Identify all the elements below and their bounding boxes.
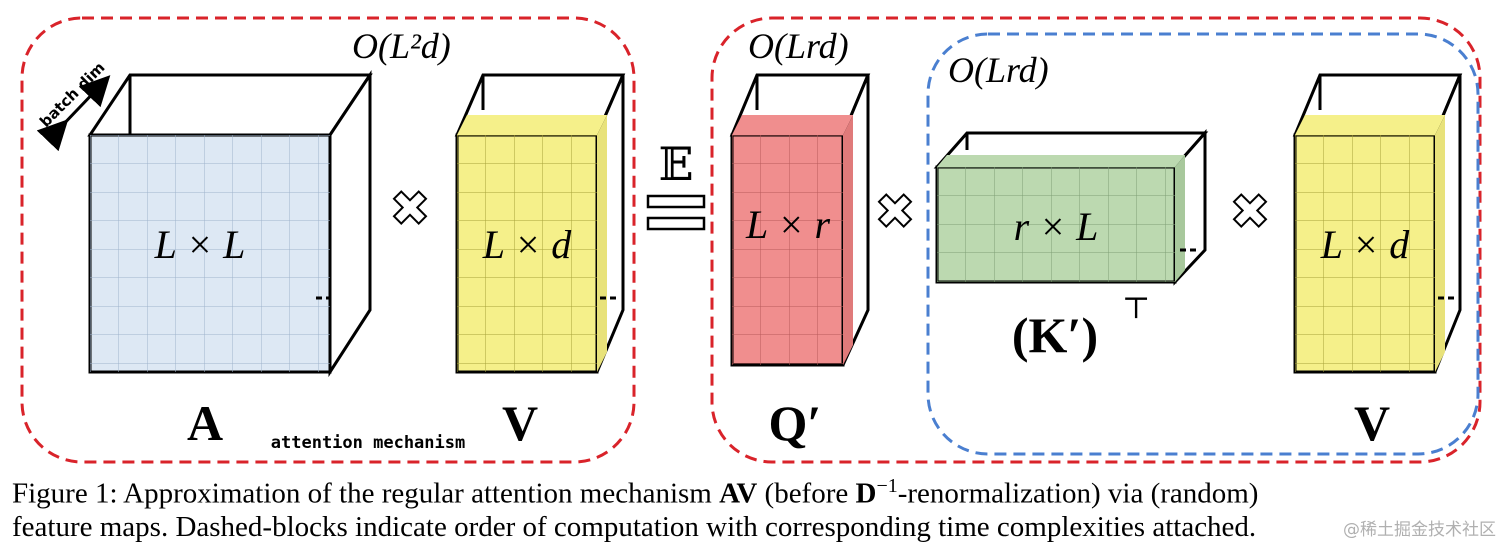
block-K-label: r × L (1014, 204, 1099, 249)
caption-sup-d: −1 (876, 475, 898, 497)
name-A: A (187, 395, 223, 451)
expectation-symbol: 𝔼 (658, 139, 693, 190)
multiply-icon: ✖ (390, 181, 430, 237)
attention-mechanism-label: attention mechanism (271, 433, 465, 453)
block-V (454, 73, 626, 374)
caption-bold-d: D (855, 477, 877, 510)
batch-dim-arrow (36, 75, 111, 152)
caption-line-2: feature maps. Dashed-blocks indicate ord… (12, 510, 1257, 543)
caption-text-3: -renormalization) via (random) (897, 477, 1259, 510)
name-Q: Q′ (769, 395, 822, 451)
figure-caption: Figure 1: Approximation of the regular a… (12, 470, 1502, 544)
caption-text-2: (before (757, 477, 856, 510)
caption-prefix: Figure 1: (12, 477, 124, 510)
block-V-label: L × d (482, 222, 573, 267)
name-K-base: (K′) (1012, 307, 1098, 363)
multiply-icon: ✖ (1230, 184, 1270, 240)
inner-dashed-block (926, 32, 1480, 456)
right-dashed-block (710, 16, 1482, 464)
block-V2 (1292, 73, 1463, 374)
block-Q (729, 73, 871, 367)
name-K: (K′) (1012, 307, 1098, 363)
equals-bar-top (646, 194, 706, 209)
caption-line-1: Figure 1: Approximation of the regular a… (12, 470, 1502, 511)
caption-bold-av: AV (719, 477, 758, 510)
caption-text-1: Approximation of the regular attention m… (123, 477, 720, 510)
name-V2: V (1354, 395, 1390, 451)
complexity-right-label: O(Lrd) (948, 50, 1049, 90)
name-K-sup: ⊤ (1122, 292, 1150, 325)
batch-dim-label: batch dim (36, 58, 108, 130)
figure-diagram: O(L²d) O(Lrd) O(Lrd) batch dim L × L ✖ L… (20, 16, 1482, 464)
multiply-icon: ✖ (875, 184, 915, 240)
block-A (87, 70, 373, 378)
complexity-mid-label: O(Lrd) (748, 26, 849, 66)
block-K (933, 129, 1209, 286)
block-A-label: L × L (154, 222, 246, 267)
block-V2-label: L × d (1320, 222, 1411, 267)
left-dashed-block (20, 16, 636, 464)
name-V: V (502, 395, 538, 451)
block-Q-label: L × r (745, 202, 831, 247)
watermark: @稀土掘金技术社区 (1343, 520, 1496, 540)
equals-bar-bottom (646, 216, 706, 231)
complexity-left-label: O(L²d) (352, 26, 451, 66)
